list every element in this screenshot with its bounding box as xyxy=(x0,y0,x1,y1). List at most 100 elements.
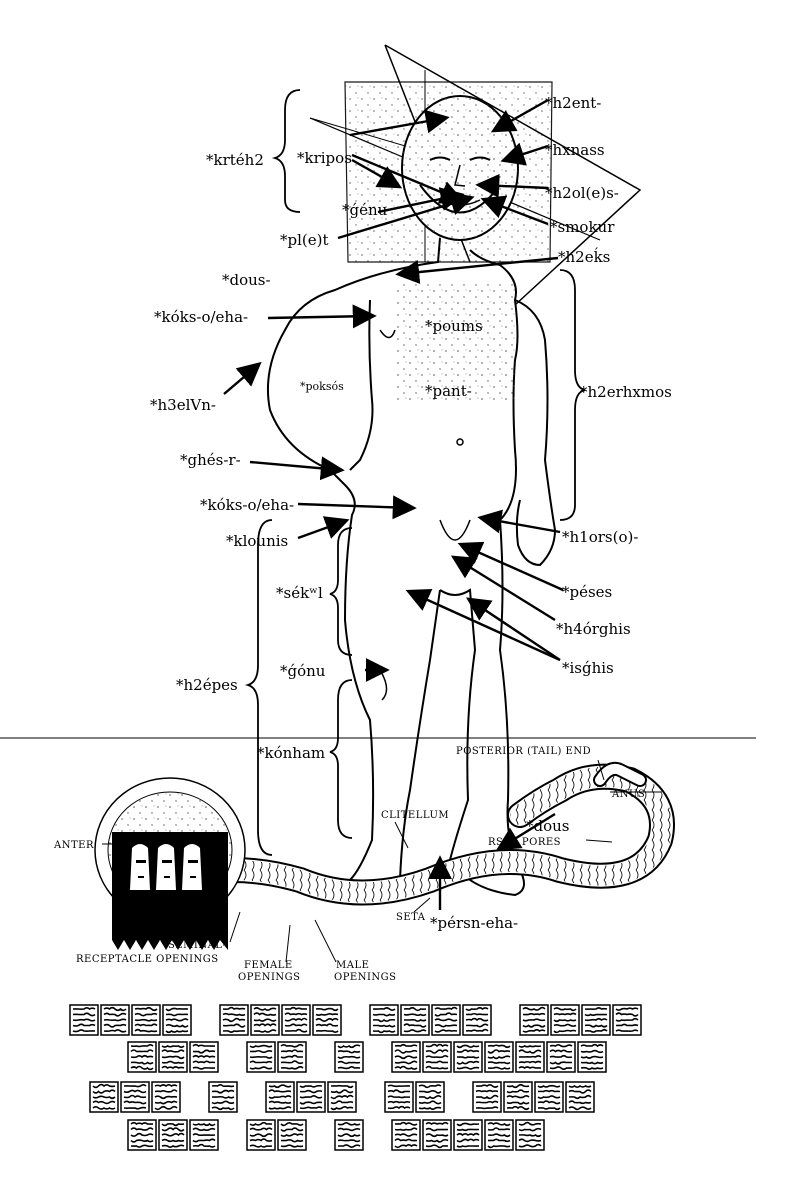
glyph xyxy=(612,1004,642,1036)
label-dous-bottom: *dous xyxy=(526,817,570,835)
glyph xyxy=(250,1004,280,1036)
label-h2ent: *h2ent- xyxy=(545,94,601,112)
label-hxnass: *hxnass xyxy=(545,141,605,159)
glyph xyxy=(208,1081,238,1113)
label-klounis: *klounis xyxy=(226,532,288,550)
glyph xyxy=(422,1041,452,1073)
label-koks-1: *kóks-o/eha- xyxy=(154,308,248,326)
head-illustration xyxy=(401,95,519,241)
arrows xyxy=(223,98,564,910)
glyph xyxy=(484,1119,514,1151)
glyph xyxy=(162,1004,192,1036)
glyph xyxy=(484,1041,514,1073)
label-peses: *péses xyxy=(562,583,612,601)
worm-labels: POSTERIOR (TAIL) END ANUS CLITELLUM ANTE… xyxy=(53,746,645,983)
label-dous-top: *dous- xyxy=(222,271,271,289)
label-female-2: OPENINGS xyxy=(238,972,301,983)
glyph xyxy=(515,1119,545,1151)
label-h4orghis: *h4órghis xyxy=(556,620,631,638)
label-posterior: POSTERIOR (TAIL) END xyxy=(456,746,591,757)
glyph xyxy=(219,1004,249,1036)
brackets xyxy=(244,89,586,856)
label-poums: *poums xyxy=(425,317,483,335)
label-persneha: *pérsn-eha- xyxy=(430,914,518,932)
label-ghesr: *ghés-r- xyxy=(180,451,241,469)
glyph xyxy=(503,1081,533,1113)
label-anus: ANUS xyxy=(611,789,645,800)
label-kripos: *kripos xyxy=(297,149,352,167)
glyph-text-block xyxy=(69,1004,642,1151)
label-gonu: *ǵónu xyxy=(280,662,326,680)
label-seminal-1: SEMINAL- xyxy=(168,940,226,951)
glyph xyxy=(327,1081,357,1113)
label-pokseis: *poksós xyxy=(300,380,344,393)
label-setae: SETA xyxy=(396,912,426,923)
label-male-1: MALE xyxy=(336,960,369,971)
glyph xyxy=(189,1041,219,1073)
glyph xyxy=(453,1119,483,1151)
glyph xyxy=(246,1119,276,1151)
label-isghis: *isǵhis xyxy=(562,659,614,677)
glyph xyxy=(158,1041,188,1073)
glyph xyxy=(100,1004,130,1036)
glyph xyxy=(391,1041,421,1073)
label-h3elVn: *h3elVn- xyxy=(150,396,216,414)
label-seminal-2: RECEPTACLE OPENINGS xyxy=(76,954,219,965)
label-clitellum: CLITELLUM xyxy=(381,810,449,821)
earthworm-illustration xyxy=(94,761,675,950)
glyph xyxy=(422,1119,452,1151)
glyph xyxy=(131,1004,161,1036)
glyph xyxy=(281,1004,311,1036)
glyph xyxy=(462,1004,492,1036)
glyph xyxy=(472,1081,502,1113)
glyph xyxy=(577,1041,607,1073)
label-genu: *ǵénu xyxy=(342,201,388,219)
glyph xyxy=(189,1119,219,1151)
label-anterior: ANTER xyxy=(53,840,94,851)
glyph xyxy=(334,1041,364,1073)
glyph xyxy=(158,1119,188,1151)
glyph xyxy=(296,1081,326,1113)
glyph xyxy=(89,1081,119,1113)
glyph xyxy=(369,1004,399,1036)
label-konham: *kónham xyxy=(257,744,325,762)
glyph xyxy=(69,1004,99,1036)
glyph xyxy=(312,1004,342,1036)
glyph xyxy=(519,1004,549,1036)
glyph xyxy=(515,1041,545,1073)
label-smokur: *smokur xyxy=(550,218,615,236)
glyph xyxy=(265,1081,295,1113)
label-h2epes: *h2épes xyxy=(176,676,238,694)
label-h2erhxmos: *h2erhxmos xyxy=(580,383,672,401)
glyph xyxy=(384,1081,414,1113)
glyph xyxy=(127,1119,157,1151)
glyph xyxy=(546,1041,576,1073)
glyph xyxy=(453,1041,483,1073)
pie-labels: *krtéh2 *kripos *ǵénu *pl(e)t *dous- *kó… xyxy=(150,94,672,932)
glyph xyxy=(400,1004,430,1036)
glyph xyxy=(565,1081,595,1113)
glyph xyxy=(277,1041,307,1073)
glyph xyxy=(277,1119,307,1151)
glyph xyxy=(534,1081,564,1113)
glyph xyxy=(431,1004,461,1036)
glyph xyxy=(550,1004,580,1036)
glyph xyxy=(391,1119,421,1151)
label-plet: *pl(e)t xyxy=(280,231,329,249)
label-female-1: FEMALE xyxy=(244,960,293,971)
label-dorsal-pores: RSAL PORES xyxy=(488,837,561,848)
label-male-2: OPENINGS xyxy=(334,972,397,983)
label-h2ol: *h2ol(e)s- xyxy=(545,184,619,202)
glyph xyxy=(120,1081,150,1113)
label-sekwl: *sékʷl xyxy=(276,584,323,602)
glyph xyxy=(581,1004,611,1036)
label-pant: *pant- xyxy=(425,382,472,400)
glyph xyxy=(415,1081,445,1113)
label-krteh2: *krtéh2 xyxy=(206,151,264,169)
label-h1ors: *h1ors(o)- xyxy=(562,528,638,546)
label-koks-2: *kóks-o/eha- xyxy=(200,496,294,514)
glyph xyxy=(334,1119,364,1151)
glyph xyxy=(246,1041,276,1073)
